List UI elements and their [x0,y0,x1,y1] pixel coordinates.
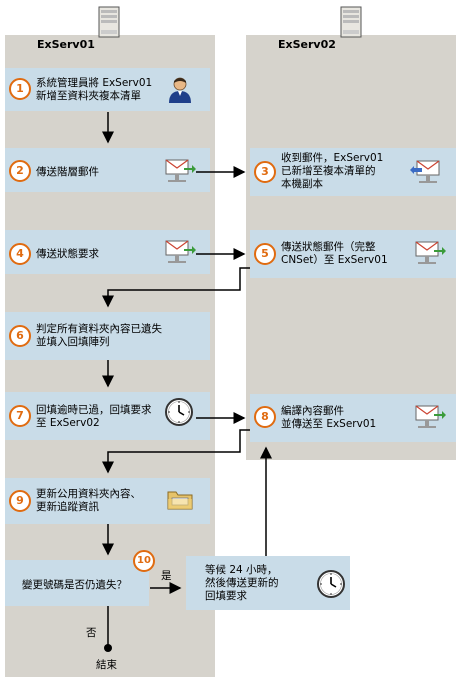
no-label: 否 [86,627,97,639]
step-5-badge: 5 [254,243,276,265]
yes-label: 是 [161,570,172,582]
step-7-text: 回填逾時已過，回填要求至 ExServ02 [36,404,152,429]
step-8-text: 編譯內容郵件並傳送至 ExServ01 [281,405,377,430]
step-2-badge: 2 [9,160,31,182]
lane-title-exserv01: ExServ01 [37,38,95,51]
admin-user-icon [169,77,191,103]
step-9-badge: 9 [9,490,31,512]
step-10-text: 變更號碼是否仍遺失？ [22,579,127,591]
mail-send-icon [415,241,446,264]
step-1-box [5,68,210,111]
wait-text: 等候 24 小時，然後傳送更新的回填要求 [205,564,279,602]
step-7-badge: 7 [9,405,31,427]
server-icon [340,6,362,38]
step-6-text: 判定所有資料夾內容已遺失並填入回填陣列 [36,323,162,348]
step-8-badge: 8 [254,406,276,428]
step-4-badge: 4 [9,243,31,265]
mail-send-icon [165,240,196,263]
step-1-badge: 1 [9,78,31,100]
step-4-text: 傳送狀態要求 [36,248,99,260]
server-icon [98,6,120,38]
step-6-badge: 6 [9,325,31,347]
mail-send-icon [165,159,196,182]
step-6-box [5,312,210,360]
folder-icon [167,491,193,510]
clock-icon [165,398,193,426]
step-9-text: 更新公用資料夾內容、更新追蹤資訊 [36,488,141,513]
mail-send-icon [415,405,446,428]
end-label: 結束 [96,659,117,671]
step-2-text: 傳送階層郵件 [36,166,99,178]
mail-receive-icon [410,160,440,183]
end-point [104,644,112,652]
lane-title-exserv02: ExServ02 [278,38,336,51]
step-10-badge: 10 [133,550,155,572]
step-10-decision-box [5,560,149,606]
clock-icon [317,570,345,598]
step-3-badge: 3 [254,161,276,183]
